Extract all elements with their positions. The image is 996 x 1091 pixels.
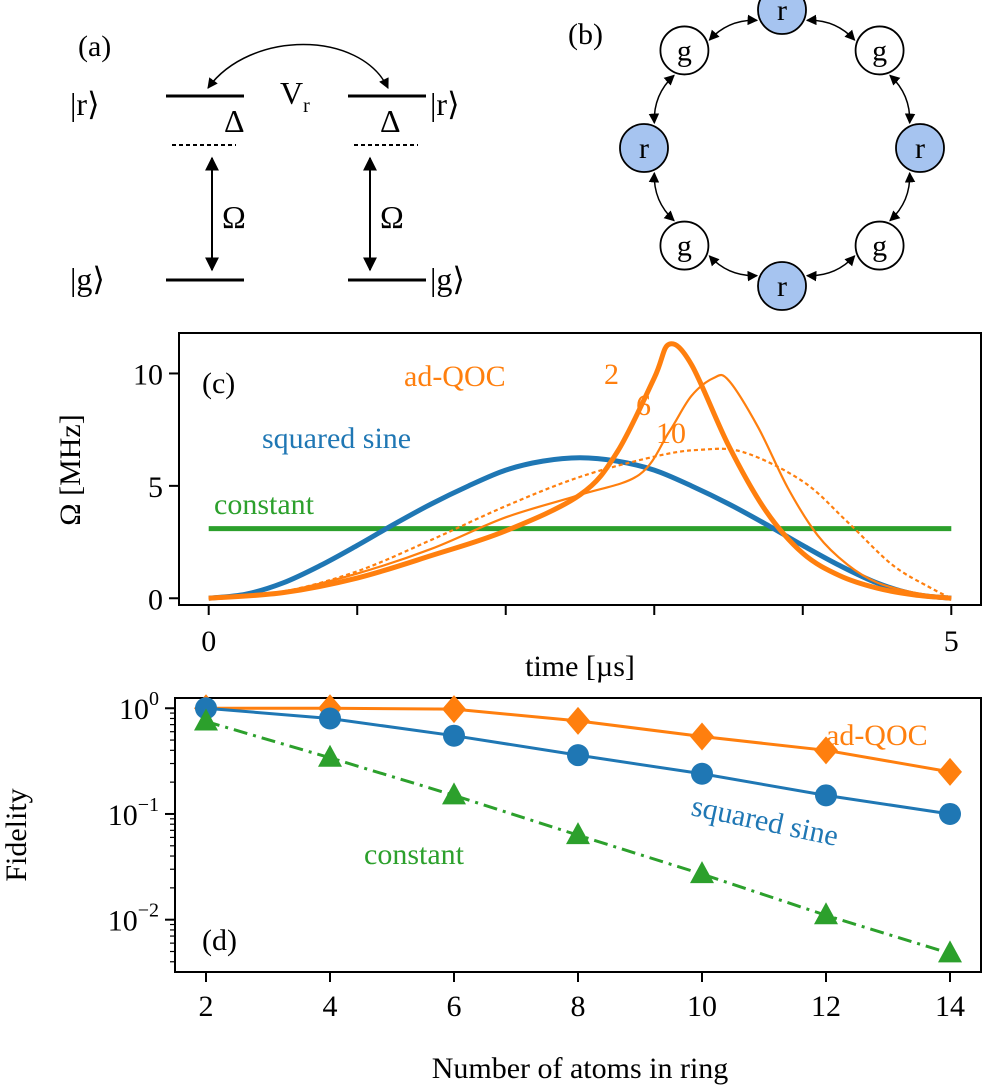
circle-marker <box>815 784 837 807</box>
x-tick-label-d: 2 <box>199 990 214 1023</box>
annotation-curve-6: 6 <box>636 389 651 422</box>
ground-atom <box>854 25 905 76</box>
triangle-marker <box>690 861 714 884</box>
diamond-marker <box>566 706 590 735</box>
triangle-marker <box>814 902 838 925</box>
circle-marker <box>195 697 217 720</box>
atom-state-label: g <box>677 34 692 67</box>
ket-g-right: |g⟩ <box>430 261 465 297</box>
ring-connector-arrow <box>889 74 916 125</box>
atom-state-label: g <box>872 230 887 263</box>
y-tick-label-c: 5 <box>148 471 163 504</box>
triangle-marker <box>442 782 466 805</box>
axis-ticks-d: 2 4 6 8 10 12 14 100 10−1 10−2 <box>108 688 965 1023</box>
atom-state-label: g <box>677 230 692 263</box>
ring-connector-arrow <box>708 14 759 41</box>
x-tick-label-c: 0 <box>201 625 216 658</box>
annotation-constant-d: constant <box>364 838 465 871</box>
pulse-line-1 <box>208 455 952 601</box>
level-diagram: (a) |r⟩ |r⟩ |g⟩ |g⟩ Ω Ω Δ Δ Vr <box>70 30 465 297</box>
x-axis-label-c: time [µs] <box>525 650 635 683</box>
x-tick-label-d: 8 <box>571 990 586 1023</box>
y-tick-label-c: 10 <box>133 358 163 391</box>
ring-connector-arrow <box>889 171 916 222</box>
ring-connectors <box>648 14 916 282</box>
circle-marker <box>443 724 465 747</box>
x-axis-label-d: Number of atoms in ring <box>432 1052 729 1085</box>
triangle-marker <box>938 940 962 963</box>
interaction-label: Vr <box>280 75 310 117</box>
pulse-line-2 <box>208 341 952 601</box>
triangle-marker <box>318 744 342 767</box>
annotation-constant-c: constant <box>214 488 315 521</box>
pulse-line-3 <box>208 373 952 600</box>
rydberg-atom <box>619 123 669 173</box>
ring-connector-arrow <box>648 171 675 222</box>
atom-state-label: r <box>777 270 787 303</box>
ring-connector-arrow <box>708 255 759 282</box>
circle-marker <box>319 707 341 730</box>
pulse-line-4 <box>208 447 952 600</box>
diamond-marker <box>814 736 838 765</box>
panel-label-a: (a) <box>78 30 111 63</box>
x-tick-label-c: 5 <box>944 625 959 658</box>
x-tick-label-d: 12 <box>811 990 841 1023</box>
x-tick-label-d: 10 <box>687 990 717 1023</box>
ket-r-right: |r⟩ <box>430 86 460 122</box>
annotation-curve-2: 2 <box>604 358 619 391</box>
triangle-marker <box>566 822 590 845</box>
panel-label-c: (c) <box>202 367 235 400</box>
ring-atoms: r g r g r g r g <box>619 0 945 311</box>
rydberg-atom <box>757 0 807 35</box>
detuning-label-right: Δ <box>380 103 401 139</box>
diamond-marker <box>938 757 962 786</box>
diamond-marker <box>442 695 466 724</box>
diamond-marker <box>690 722 714 751</box>
ring-connector-arrow <box>805 14 856 41</box>
y-tick-label-c: 0 <box>148 583 163 616</box>
annotation-ad-qoc-c: ad-QOC <box>404 360 506 393</box>
x-tick-label-d: 14 <box>935 990 965 1023</box>
ground-atom <box>659 25 710 76</box>
ground-atom <box>854 220 905 271</box>
pulse-series <box>208 341 952 601</box>
fidelity-series <box>194 694 962 963</box>
ket-r-left: |r⟩ <box>70 86 100 122</box>
y-tick-label-d: 10−1 <box>108 794 159 832</box>
y-axis-label-d: Fidelity <box>0 788 33 881</box>
circle-marker <box>939 802 961 825</box>
detuning-label-left: Δ <box>224 103 245 139</box>
y-tick-label-d: 100 <box>119 688 159 726</box>
panel-label-b: (b) <box>568 18 603 51</box>
x-tick-label-d: 6 <box>447 990 462 1023</box>
rabi-label-left: Ω <box>222 199 246 235</box>
fidelity-chart: 2 4 6 8 10 12 14 100 10−1 10−2 (d) Number of atom… <box>0 688 982 1085</box>
atom-state-label: r <box>777 0 787 27</box>
triangle-marker <box>194 708 218 731</box>
atom-state-label: g <box>872 34 887 67</box>
circle-marker <box>691 762 713 785</box>
circle-marker <box>567 744 589 767</box>
ring-connector-arrow <box>648 74 675 125</box>
annotation-ad-qoc-d: ad-QOC <box>826 719 928 752</box>
atom-state-label: r <box>915 132 925 165</box>
atom-state-label: r <box>639 132 649 165</box>
rabi-label-right: Ω <box>380 199 404 235</box>
rydberg-atom <box>895 123 945 173</box>
axis-ticks-c: 0 5 0 5 10 <box>133 358 959 658</box>
ground-atom <box>659 220 710 271</box>
y-axis-label-c: Ω [MHz] <box>54 414 87 525</box>
ket-g-left: |g⟩ <box>70 261 105 297</box>
panel-label-d: (d) <box>202 924 237 957</box>
interaction-arrow <box>207 43 389 89</box>
plot-frame-c <box>178 332 982 606</box>
ring-connector-arrow <box>805 255 856 282</box>
y-tick-label-d: 10−2 <box>108 900 159 938</box>
atom-ring-diagram: (b) r g r g r g r g <box>568 0 945 311</box>
annotation-curve-10: 10 <box>656 417 686 450</box>
x-tick-label-d: 4 <box>323 990 338 1023</box>
rydberg-atom <box>757 261 807 311</box>
annotation-squared-sine-c: squared sine <box>262 422 411 455</box>
